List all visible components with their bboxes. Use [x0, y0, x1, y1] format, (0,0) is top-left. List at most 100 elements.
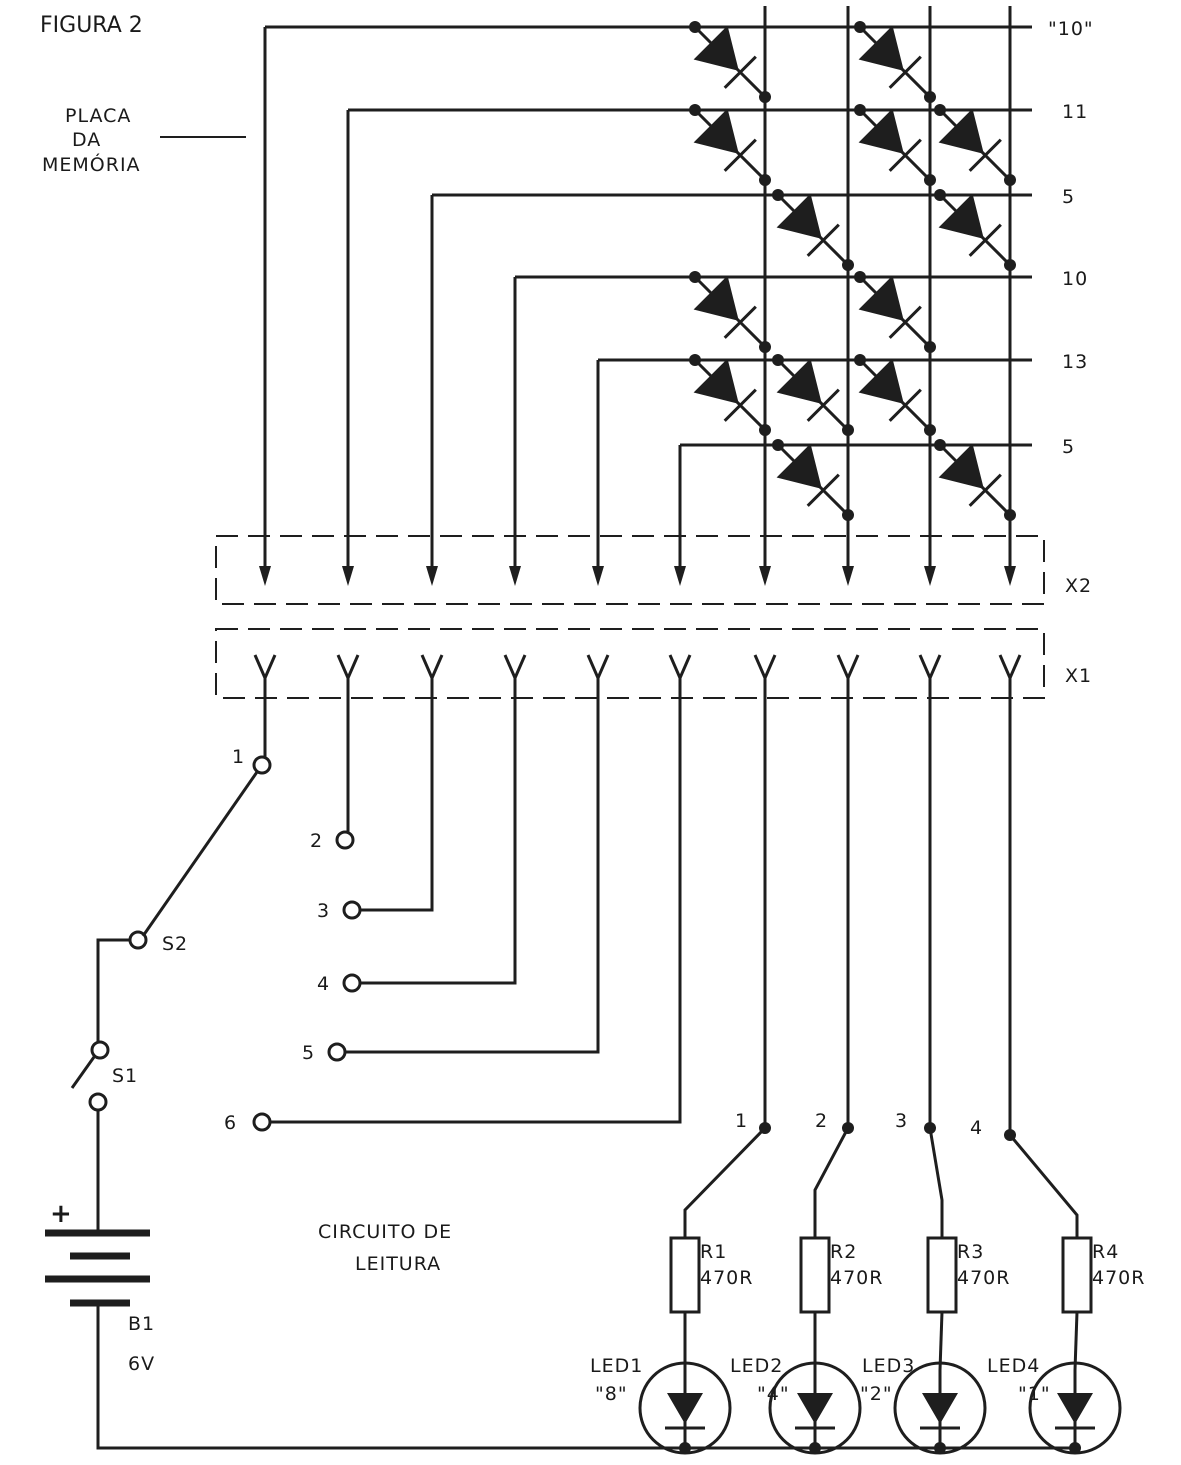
resistor-label: R4 [1092, 1241, 1119, 1263]
label-line: CIRCUITO DE [318, 1221, 452, 1243]
junction-dot [772, 439, 784, 451]
connector-pin [918, 654, 942, 682]
diode [858, 358, 932, 432]
junction-dot [689, 21, 701, 33]
wire [96, 938, 130, 1042]
arrow-head [1004, 566, 1016, 586]
resistor-2 [799, 1236, 831, 1314]
led-triangle [922, 1393, 958, 1424]
reading-circuit [88, 654, 1122, 1455]
s1-contact [90, 1040, 110, 1060]
diode [693, 25, 767, 99]
resistor-label: R3 [957, 1241, 984, 1263]
switch-s2[interactable]: S2 [141, 771, 259, 955]
label-line: LEITURA [355, 1253, 441, 1275]
led-weight: "8" [595, 1383, 628, 1405]
resistor-value: 470R [957, 1267, 1010, 1289]
battery-label: B1 [128, 1313, 155, 1335]
label-line: MEMÓRIA [42, 152, 141, 176]
connector-pin [420, 654, 444, 682]
ground-wire [96, 1303, 1080, 1450]
connector-pin [998, 654, 1022, 682]
s1-contact [88, 1092, 108, 1112]
junction-dot [934, 104, 946, 116]
junction-dot [842, 509, 854, 521]
diode-bar [723, 55, 757, 89]
junction-dot [854, 104, 866, 116]
arrow-head [426, 566, 438, 586]
output-pin-label: 4 [970, 1117, 983, 1139]
junction-dot [924, 174, 936, 186]
contact-label: 2 [310, 830, 323, 852]
diode-matrix [259, 6, 1032, 586]
diode-bar [968, 473, 1002, 507]
resistor-label: R1 [700, 1241, 727, 1263]
contact-label: 4 [317, 973, 330, 995]
diode-bar [888, 55, 922, 89]
switch-arm [70, 1056, 96, 1089]
label-line: DA [72, 129, 101, 151]
diode [693, 275, 767, 349]
diode-bar [968, 138, 1002, 172]
connector-x2 [215, 535, 1045, 605]
connector-pin [836, 654, 860, 682]
diode-bar [888, 388, 922, 422]
arrow-head [509, 566, 521, 586]
resistor-1 [669, 1236, 701, 1314]
led-triangle [667, 1393, 703, 1424]
resistor-label: R2 [830, 1241, 857, 1263]
connector-pin [668, 654, 692, 682]
switch-contact [342, 900, 362, 920]
diode-triangle [693, 275, 739, 321]
junction-dot [689, 104, 701, 116]
led-weight: "4" [757, 1383, 790, 1405]
junction-dot [854, 21, 866, 33]
junction-dot [842, 424, 854, 436]
junction-dot [759, 174, 771, 186]
junction-dot [924, 424, 936, 436]
label-line: PLACA [65, 105, 131, 127]
contact-label: 5 [302, 1042, 315, 1064]
arrow-head [674, 566, 686, 586]
diode-bar [723, 388, 757, 422]
row-label: 13 [1062, 351, 1088, 373]
led-weight: "2" [860, 1383, 893, 1405]
junction-dot [934, 1442, 946, 1454]
junction-dot [679, 1442, 691, 1454]
resistor-value: 470R [830, 1267, 883, 1289]
contact-label: 3 [317, 900, 330, 922]
diode-triangle [858, 358, 904, 404]
diode-bar [806, 388, 840, 422]
diode-triangle [938, 193, 984, 239]
led-label: LED1 [590, 1355, 643, 1377]
switch-s1[interactable]: S1 [70, 1056, 138, 1089]
switch-wire [345, 678, 600, 1054]
diode-bar [806, 473, 840, 507]
junction-dot [924, 91, 936, 103]
switch-contact [327, 1042, 347, 1062]
junction-dot [1004, 259, 1016, 271]
connector-pin [253, 654, 277, 682]
diode-triangle [938, 108, 984, 154]
led-label: LED2 [730, 1355, 783, 1377]
wire [938, 1311, 944, 1371]
x2-label: X2 [1065, 575, 1092, 597]
diode-triangle [858, 25, 904, 71]
connector-pin [586, 654, 610, 682]
led-label: LED4 [987, 1355, 1040, 1377]
junction-dot [759, 341, 771, 353]
junction-dot [934, 189, 946, 201]
junction-dot [924, 341, 936, 353]
resistor-value: 470R [700, 1267, 753, 1289]
row-label: 5 [1062, 186, 1075, 208]
junction-dot [842, 259, 854, 271]
junction-dot [854, 354, 866, 366]
junction-dot [934, 439, 946, 451]
battery-voltage: 6V [128, 1353, 155, 1375]
switch-wire [360, 678, 517, 985]
junction-dot [772, 354, 784, 366]
diode-triangle [776, 358, 822, 404]
connector-pin [753, 654, 777, 682]
wire [1073, 1311, 1079, 1371]
reading-circuit-label: CIRCUITO DE LEITURA [318, 1221, 452, 1275]
